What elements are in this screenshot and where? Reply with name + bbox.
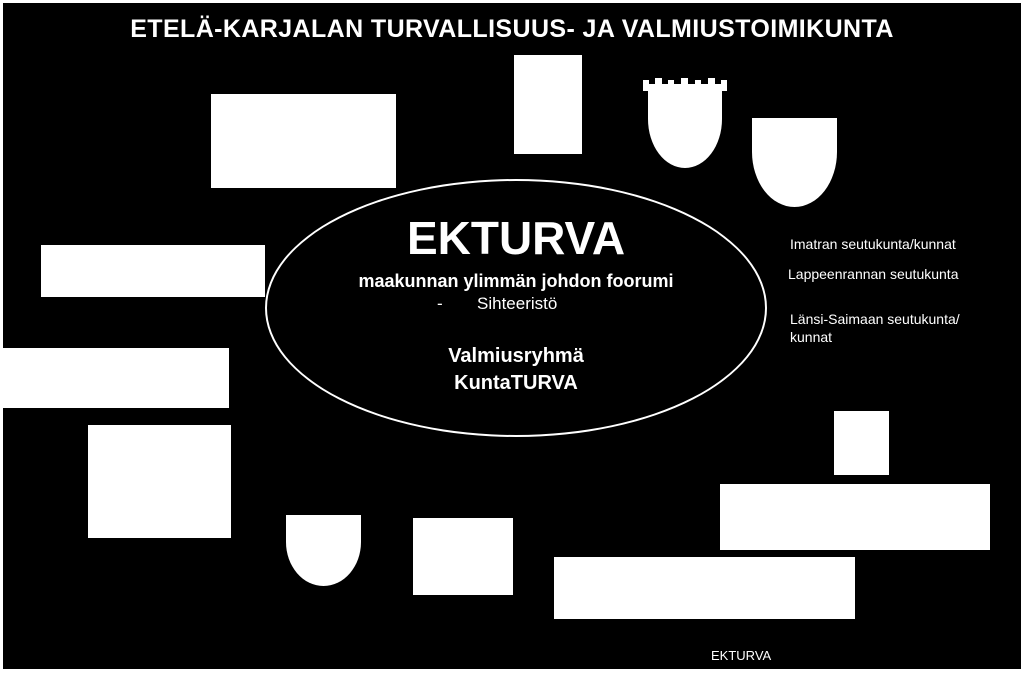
slide: ETELÄ-KARJALAN TURVALLISUUS- JA VALMIUST…	[3, 3, 1021, 669]
bullet-mark: -	[437, 294, 443, 313]
center-subheading: maakunnan ylimmän johdon foorumi	[358, 271, 674, 291]
center-ellipse	[265, 179, 767, 437]
logo-placeholder-left-2	[3, 348, 229, 408]
label-lansi-saimaa-line-2: kunnat	[790, 329, 833, 345]
label-lappeenranta: Lappeenrannan seutukunta	[788, 266, 959, 282]
coat-of-arms-icon-3	[286, 515, 361, 586]
center-line-1: Valmiusryhmä	[448, 345, 584, 367]
logo-placeholder-right-small	[834, 411, 889, 475]
logo-placeholder-bottom-wide	[554, 557, 855, 619]
slide-title: ETELÄ-KARJALAN TURVALLISUUS- JA VALMIUST…	[130, 15, 894, 43]
label-lansi-saimaa: Länsi-Saimaan seutukunta/ kunnat	[790, 310, 960, 346]
center-heading: EKTURVA	[406, 212, 626, 264]
logo-placeholder-top-left	[211, 94, 396, 188]
logo-placeholder-left-1	[41, 245, 265, 297]
center-lines: Valmiusryhmä KuntaTURVA	[265, 343, 767, 397]
coat-of-arms-icon-1	[648, 89, 722, 168]
label-lansi-saimaa-line-1: Länsi-Saimaan seutukunta/	[790, 311, 960, 327]
center-bullet: - Sihteeristö	[437, 294, 557, 314]
crown-icon	[643, 78, 727, 91]
coat-of-arms-icon-2	[752, 118, 837, 207]
logo-placeholder-top-center	[514, 55, 582, 154]
footer-label: EKTURVA	[711, 648, 772, 663]
bullet-text: Sihteeristö	[477, 294, 558, 313]
label-imatra: Imatran seutukunta/kunnat	[790, 236, 956, 252]
logo-placeholder-left-3	[88, 425, 231, 538]
center-line-2: KuntaTURVA	[454, 372, 578, 394]
logo-placeholder-bottom-center	[413, 518, 513, 595]
logo-placeholder-right-wide	[720, 484, 990, 550]
